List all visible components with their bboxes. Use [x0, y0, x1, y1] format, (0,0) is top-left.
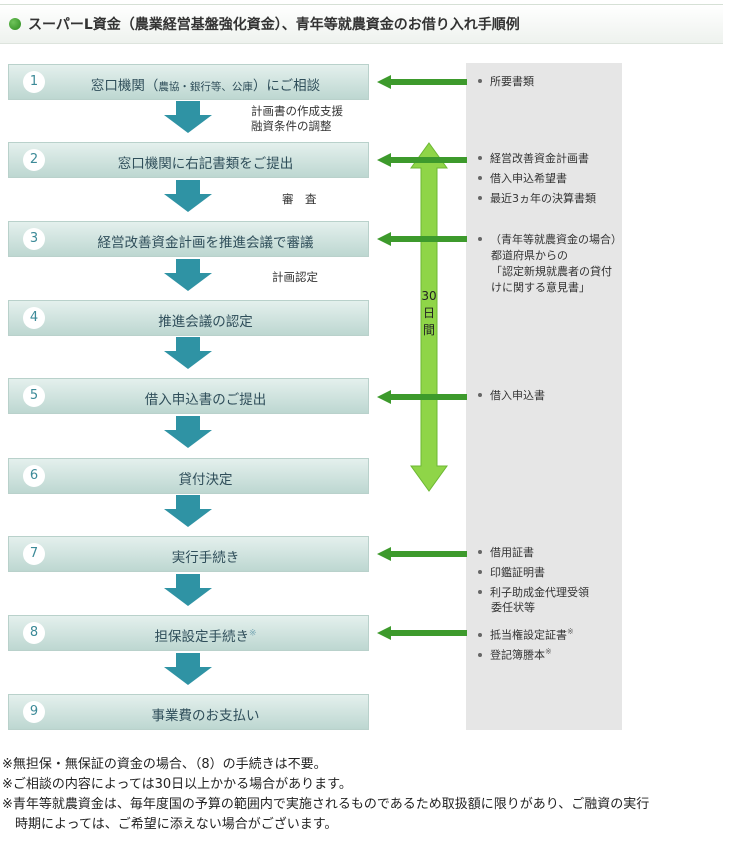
down-arrow-icon	[164, 337, 212, 369]
documents-panel	[466, 63, 622, 730]
step-label: 推進会議の認定	[158, 314, 253, 330]
doc-opinion-line1: 「認定新規就農者の貸付	[491, 265, 612, 278]
doc-prefecture: 都道府県からの	[491, 249, 568, 262]
note-loan-terms: 融資条件の調整	[251, 119, 332, 133]
step-7: 7 実行手続き	[8, 536, 369, 572]
footnote-1: ※無担保・無保証の資金の場合、（8）の手続きは不要。	[2, 757, 327, 772]
down-arrow-icon	[164, 180, 212, 212]
step-number: 4	[23, 307, 45, 329]
step-5: 5 借入申込書のご提出	[8, 378, 369, 414]
step-number: 9	[23, 701, 45, 723]
step-label: 事業費のお支払い	[151, 708, 260, 724]
left-arrow-icon	[377, 75, 467, 89]
left-arrow-icon	[377, 547, 467, 561]
doc-power-of-attorney: 委任状等	[491, 601, 535, 614]
left-arrow-icon	[377, 153, 467, 167]
doc-loan-application: 借入申込書	[478, 388, 545, 403]
left-arrow-icon	[377, 626, 467, 640]
footnote-3-cont: 時期によっては、ご希望に添えない場合がございます。	[2, 817, 338, 832]
step-number: 1	[23, 71, 45, 93]
step-label: 実行手続き	[171, 550, 240, 566]
doc-financial-statements: 最近3ヵ年の決算書類	[478, 191, 596, 206]
note-planning-support: 計画書の作成支援	[251, 104, 343, 118]
step-number: 3	[23, 228, 45, 250]
section-header: スーパーL資金（農業経営基盤強化資金）、青年等就農資金のお借り入れ手順例	[0, 4, 723, 44]
step-9: 9 事業費のお支払い	[8, 694, 369, 730]
thirty-days-label: 30 日 間	[421, 289, 437, 337]
green-bullet-icon	[9, 18, 21, 30]
note-plan-approval: 計画認定	[272, 270, 318, 284]
step-label: 貸付決定	[178, 472, 233, 488]
step-label: 借入申込書のご提出	[144, 392, 267, 408]
thirty-days-double-arrow	[410, 142, 448, 492]
footnote-3: ※青年等就農資金は、毎年度国の予算の範囲内で実施されるものであるため取扱額に限り…	[2, 797, 650, 812]
down-arrow-icon	[164, 653, 212, 685]
down-arrow-icon	[164, 574, 212, 606]
doc-improvement-plan: 経営改善資金計画書	[478, 151, 589, 166]
doc-mortgage-deed: 抵当権設定証書※	[478, 624, 574, 643]
step-2: 2 窓口機関に右記書類をご提出	[8, 142, 369, 178]
doc-young-farmer-case: （青年等就農資金の場合）	[478, 232, 622, 247]
step-3: 3 経営改善資金計画を推進会議で審議	[8, 221, 369, 257]
step-label: 窓口機関（農協・銀行等、公庫）にご相談	[90, 78, 321, 94]
step-label: 経営改善資金計画を推進会議で審議	[97, 235, 314, 251]
doc-required-documents: 所要書類	[478, 74, 534, 89]
step-number: 7	[23, 543, 45, 565]
step-4: 4 推進会議の認定	[8, 300, 369, 336]
step-1: 1 窓口機関（農協・銀行等、公庫）にご相談	[8, 64, 369, 100]
step-label: 窓口機関に右記書類をご提出	[117, 156, 294, 172]
step-label: 担保設定手続き※	[154, 628, 257, 646]
step-number: 6	[23, 465, 45, 487]
down-arrow-icon	[164, 259, 212, 291]
down-arrow-icon	[164, 416, 212, 448]
doc-loan-request: 借入申込希望書	[478, 171, 567, 186]
down-arrow-icon	[164, 101, 212, 133]
doc-interest-subsidy: 利子助成金代理受領	[478, 585, 589, 600]
doc-opinion-line2: けに関する意見書」	[491, 281, 590, 294]
doc-promissory-note: 借用証書	[478, 545, 534, 560]
page-title: スーパーL資金（農業経営基盤強化資金）、青年等就農資金のお借り入れ手順例	[28, 17, 520, 33]
step-6: 6 貸付決定	[8, 458, 369, 494]
step-number: 8	[23, 622, 45, 644]
left-arrow-icon	[377, 232, 467, 246]
footnote-2: ※ご相談の内容によっては30日以上かかる場合があります。	[2, 777, 352, 792]
doc-seal-certificate: 印鑑証明書	[478, 565, 545, 580]
doc-registry-copy: 登記簿謄本※	[478, 644, 552, 663]
down-arrow-icon	[164, 495, 212, 527]
note-review: 審 査	[282, 192, 317, 206]
step-number: 5	[23, 385, 45, 407]
step-number: 2	[23, 149, 45, 171]
left-arrow-icon	[377, 390, 467, 404]
step-8: 8 担保設定手続き※	[8, 615, 369, 651]
